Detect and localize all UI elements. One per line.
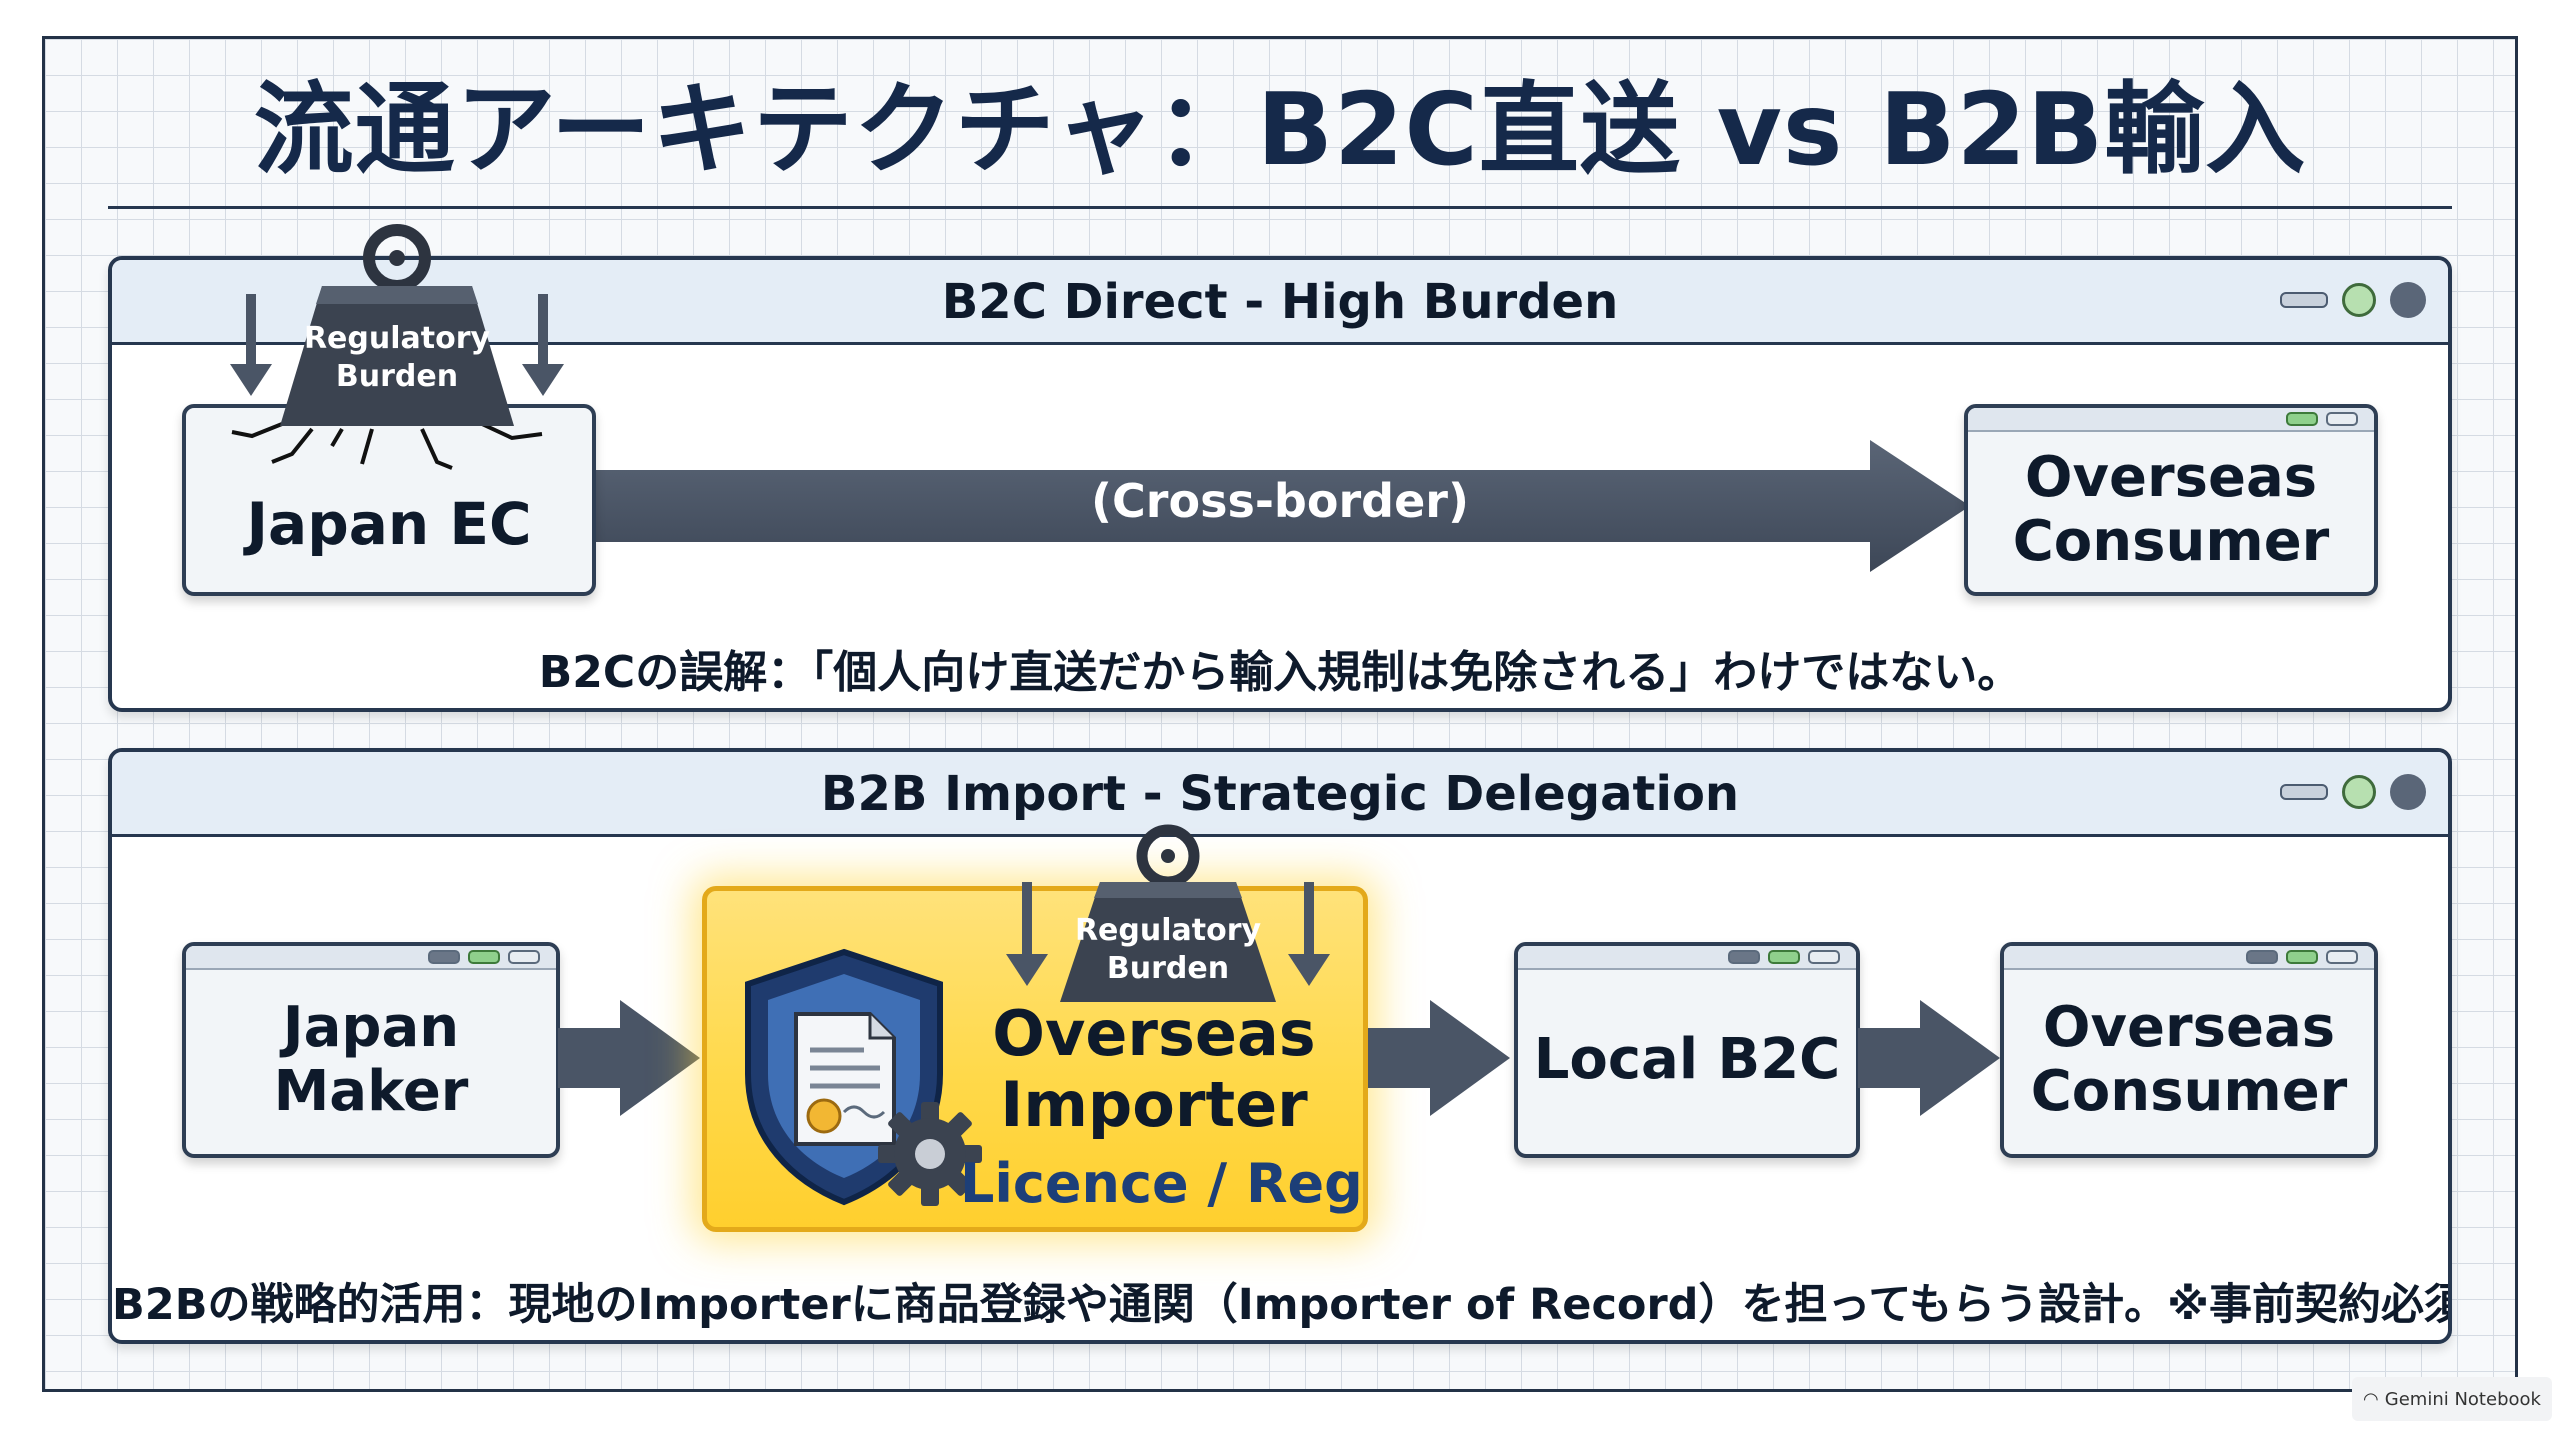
- overseas-importer-label: Overseas Importer: [964, 998, 1344, 1141]
- b2b-regulatory-burden-weight-icon: Regulatory Burden: [1006, 824, 1330, 1002]
- b2b-consumer-line1: Overseas: [2042, 994, 2336, 1060]
- b2c-panel-header: B2C Direct - High Burden: [112, 260, 2448, 345]
- licence-shield-icon: [745, 948, 982, 1206]
- b2c-overseas-consumer-card: Overseas Consumer: [1964, 404, 2378, 596]
- weight-label-line1: Regulatory: [304, 321, 491, 356]
- licence-reg-label: Licence / Reg: [960, 1152, 1363, 1215]
- page-title: 流通アーキテクチャ：B2C直送 vs B2B輸入: [253, 71, 2307, 188]
- maximize-icon: [2342, 283, 2376, 317]
- b2c-consumer-line1: Overseas: [2024, 444, 2318, 510]
- regulatory-burden-weight-icon: Regulatory Burden: [230, 224, 564, 470]
- b2c-window-controls: [2280, 282, 2426, 318]
- b2c-consumer-line2: Consumer: [2012, 509, 2330, 574]
- b2b-panel-title: B2B Import - Strategic Delegation: [820, 766, 1740, 822]
- minimize-icon: [2280, 784, 2328, 800]
- b2b-overseas-consumer-card: Overseas Consumer: [2000, 942, 2378, 1158]
- close-icon: [2390, 774, 2426, 810]
- importer-line2: Importer: [1000, 1068, 1308, 1142]
- japan-maker-line1: Japan: [282, 994, 460, 1060]
- flow-arrow-2: [1368, 1000, 1510, 1116]
- watermark-logo-icon: ◠: [2363, 1388, 2379, 1410]
- flow-arrow-3: [1858, 1000, 2000, 1116]
- b2b-weight-label-line2: Burden: [1107, 951, 1229, 986]
- cross-border-label: (Cross-border): [1091, 474, 1469, 528]
- title-divider: [108, 206, 2452, 209]
- b2b-consumer-line2: Consumer: [2030, 1059, 2348, 1124]
- japan-maker-card: Japan Maker: [182, 942, 560, 1158]
- watermark-text: Gemini Notebook: [2384, 1388, 2541, 1410]
- b2b-weight-label-line1: Regulatory: [1075, 913, 1262, 948]
- japan-ec-label: Japan EC: [246, 489, 532, 558]
- local-b2c-card: Local B2C: [1514, 942, 1860, 1158]
- b2c-note: B2Cの誤解：「個人向け直送だから輸入規制は免除される」わけではない。: [538, 647, 2022, 698]
- japan-maker-line2: Maker: [273, 1059, 469, 1124]
- b2b-window-controls: [2280, 774, 2426, 810]
- local-b2c-label: Local B2C: [1533, 1026, 1841, 1092]
- close-icon: [2390, 282, 2426, 318]
- weight-label-line2: Burden: [336, 359, 458, 394]
- b2c-panel-title: B2C Direct - High Burden: [941, 274, 1619, 330]
- watermark-badge: ◠ Gemini Notebook: [2352, 1377, 2552, 1421]
- maximize-icon: [2342, 775, 2376, 809]
- importer-line1: Overseas: [992, 997, 1316, 1070]
- b2b-panel-header: B2B Import - Strategic Delegation: [112, 752, 2448, 837]
- minimize-icon: [2280, 292, 2328, 308]
- flow-arrow-1: [558, 1000, 700, 1116]
- cross-border-arrow: [590, 440, 1970, 572]
- b2b-note: B2Bの戦略的活用：現地のImporterに商品登録や通関（Importer o…: [112, 1280, 2452, 1330]
